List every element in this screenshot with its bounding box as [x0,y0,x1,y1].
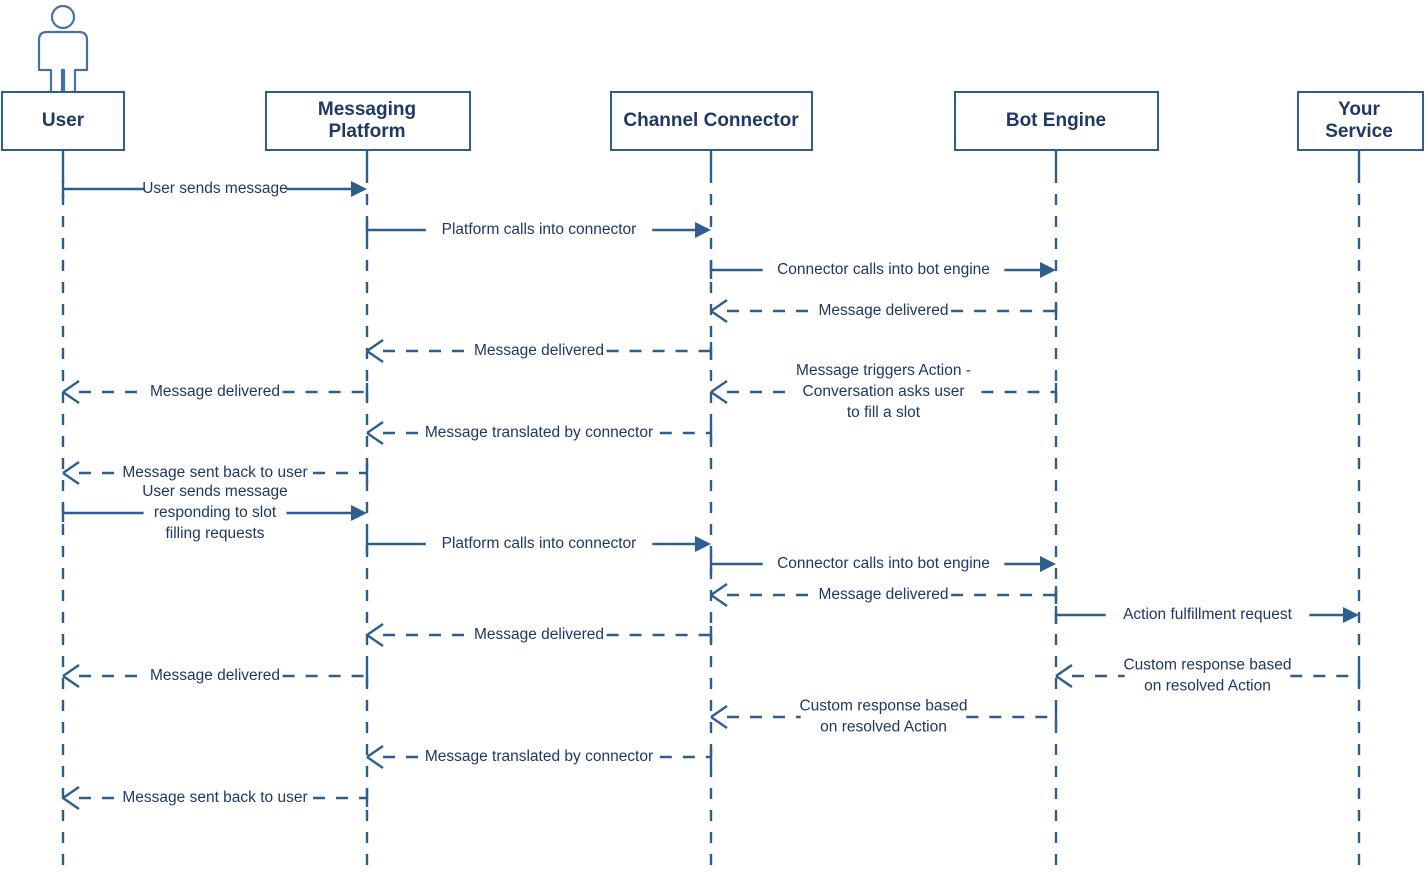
arrowhead-open [710,705,728,729]
message-label: Connector calls into bot engine [777,261,990,278]
arrowhead-open [1055,664,1073,688]
lifeline-header-user[interactable]: User [1,91,125,151]
message-label: Message sent back to user [122,464,307,481]
message-m6: Message delivered [62,380,369,404]
arrowhead-open [62,380,80,404]
arrowhead-filled [351,181,367,197]
lifeline-header-connector[interactable]: Channel Connector [610,91,813,151]
lifeline-layer [61,150,1361,872]
message-label: on resolved Action [820,719,947,736]
message-label: Message translated by connector [425,424,653,441]
message-m9: Message sent back to user [62,461,369,485]
arrowhead-open [710,583,728,607]
arrowhead-open [62,786,80,810]
lifeline-title-text: Your [1338,99,1380,120]
message-m12: Connector calls into bot engine [709,555,1056,573]
lifeline-header-box [954,91,1159,151]
message-m4: Message delivered [710,299,1058,323]
message-m13: Message delivered [710,583,1058,607]
message-label: Message delivered [150,383,280,400]
lifeline-header-box [610,91,813,151]
message-m20: Message sent back to user [62,786,369,810]
message-label: Platform calls into connector [442,535,637,552]
message-label: Message triggers Action - [796,362,971,379]
arrowhead-open [366,623,384,647]
message-m7: Message triggers Action - Conversation as… [710,362,1058,421]
lifeline-header-box [265,91,471,151]
lifeline-header-box [1,91,125,151]
message-m17: Custom response based on resolved Action [1055,657,1361,695]
message-m19: Message translated by connector [366,745,713,769]
message-m16: Message delivered [62,664,369,688]
lifeline-title-text: User [42,110,85,131]
message-m18: Custom response based on resolved Action [710,698,1058,736]
arrowhead-open [366,745,384,769]
message-label: User sends message [142,180,288,197]
message-label: Message delivered [818,302,948,319]
lifeline-title-text: Platform [328,121,405,142]
message-m11: Platform calls into connector [365,535,711,553]
message-m3: Connector calls into bot engine [709,261,1056,279]
message-label: Message translated by connector [425,748,653,765]
message-label: Platform calls into connector [442,221,637,238]
message-label: Custom response based [799,698,967,715]
lifeline-title-text: Channel Connector [623,110,799,131]
arrowhead-filled [351,505,367,521]
arrowhead-open [710,380,728,404]
arrowhead-open [62,461,80,485]
message-label: Message delivered [150,667,280,684]
lifeline-header-engine[interactable]: Bot Engine [954,91,1159,151]
arrowhead-filled [695,222,711,238]
arrowhead-filled [1040,556,1056,572]
lifeline-header-box [1297,91,1424,151]
message-m8: Message translated by connector [366,421,713,445]
message-m1: User sends message [61,180,367,198]
arrowhead-open [366,339,384,363]
arrowhead-open [710,299,728,323]
message-label: User sends message [142,483,288,500]
message-label: Message sent back to user [122,789,307,806]
actor-person-icon [37,4,89,110]
lifeline-title-text: Service [1325,121,1393,142]
arrowhead-open [366,421,384,445]
message-m10: User sends message responding to slot fill… [61,483,367,542]
lifeline-title-text: Messaging [318,99,416,120]
message-label: on resolved Action [1144,678,1271,695]
message-label: Message delivered [818,586,948,603]
lifeline-title-text: Bot Engine [1006,110,1106,131]
message-m2: Platform calls into connector [365,221,711,239]
message-label: responding to slot [154,504,277,521]
message-m15: Message delivered [366,623,713,647]
actor-icon-layer [37,4,89,110]
arrowhead-filled [1040,262,1056,278]
arrowhead-open [62,664,80,688]
message-label: Message delivered [474,626,604,643]
arrowhead-filled [1343,607,1359,623]
message-label: Custom response based [1123,657,1291,674]
message-label: Connector calls into bot engine [777,555,990,572]
message-label: Conversation asks user [803,383,965,400]
message-label: Action fulfillment request [1123,606,1293,623]
arrowhead-filled [695,536,711,552]
message-m5: Message delivered [366,339,713,363]
message-label: Message delivered [474,342,604,359]
message-label: to fill a slot [847,404,921,421]
message-m14: Action fulfillment request [1054,606,1359,624]
message-label: filling requests [165,525,264,542]
